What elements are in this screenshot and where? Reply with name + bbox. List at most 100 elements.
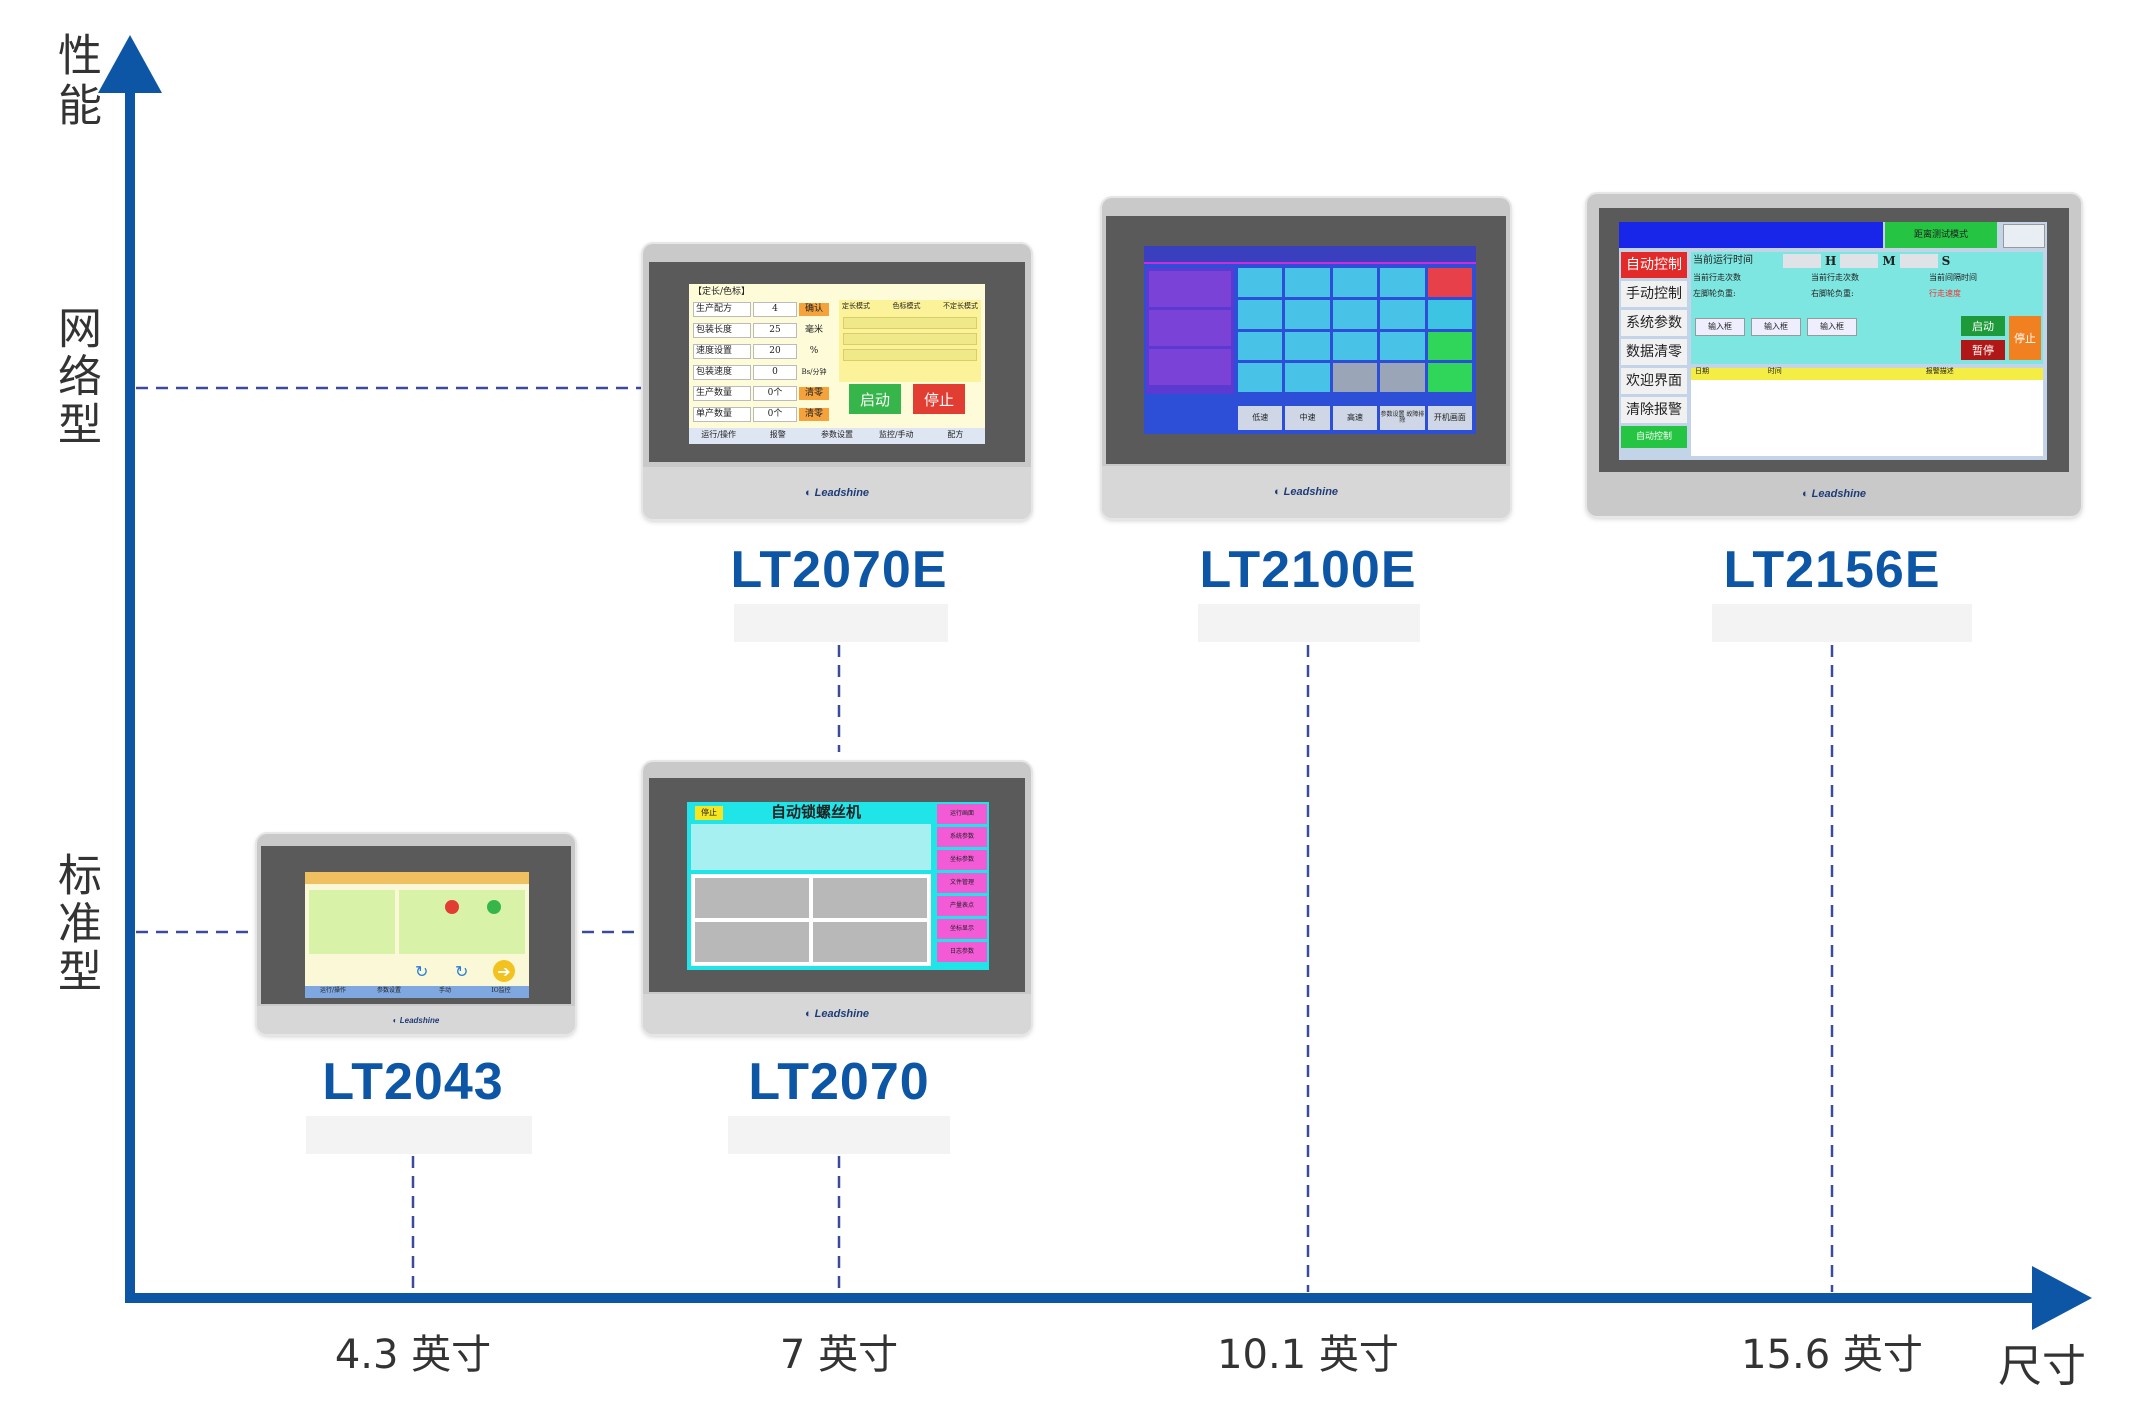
main-panel: 当前运行时间 H M S 当前行走次数 当前行走次数 当前间隔时间 左脚轮负重:… bbox=[1691, 252, 2043, 364]
x-axis-arrow bbox=[2032, 1266, 2092, 1330]
mode-color-mark[interactable]: 色标模式 bbox=[892, 302, 921, 310]
count-label: 当前行走次数 bbox=[1811, 273, 1859, 282]
param-value[interactable]: 20 bbox=[753, 344, 797, 359]
side-files[interactable]: 文件管理 bbox=[937, 873, 987, 893]
screen-title: 自动锁螺丝机 bbox=[771, 803, 862, 821]
x-axis-label: 尺寸 bbox=[1998, 1341, 2086, 1392]
tab-monitor[interactable]: 监控/手动 bbox=[878, 430, 914, 439]
menu-manual[interactable]: 手动控制 bbox=[1621, 281, 1687, 307]
right-load-label: 右脚轮负重: bbox=[1811, 289, 1854, 298]
param-value[interactable]: 25 bbox=[753, 323, 797, 338]
screen-lt2070e: 【定长/色标】 生产配方 4 确认 包装长度 25 毫米 速度设置 20 % bbox=[689, 284, 985, 444]
menu-welcome[interactable]: 欢迎界面 bbox=[1621, 368, 1687, 394]
param-label: 生产数量 bbox=[693, 386, 751, 401]
start-button[interactable]: 启动 bbox=[1961, 316, 2005, 336]
menu-system[interactable]: 系统参数 bbox=[1621, 310, 1687, 336]
menu-clear-alarm[interactable]: 清除报警 bbox=[1621, 397, 1687, 423]
model-label-lt2100e: LT2100E bbox=[1199, 541, 1417, 599]
next-arrow-icon[interactable]: ➔ bbox=[493, 960, 515, 982]
side-log[interactable]: 日志参数 bbox=[937, 942, 987, 962]
tab-params[interactable]: 参数设置 bbox=[376, 987, 401, 994]
input-box[interactable]: 输入框 bbox=[1751, 318, 1801, 336]
mode-variable-length[interactable]: 不定长模式 bbox=[943, 302, 978, 310]
device-chin: Leadshine bbox=[643, 994, 1031, 1034]
size-tick-4-3: 4.3 英寸 bbox=[334, 1332, 492, 1378]
param-value[interactable]: 0个 bbox=[753, 386, 797, 401]
menu-auto[interactable]: 自动控制 bbox=[1621, 252, 1687, 278]
device-lt2156e: 距离测试模式 自动控制 手动控制 系统参数 数据清零 欢迎界面 清除报警 自动控… bbox=[1587, 194, 2081, 516]
refresh-icon[interactable]: ↻ bbox=[455, 962, 469, 981]
clear-button[interactable]: 清零 bbox=[799, 408, 829, 421]
mode-fixed-length[interactable]: 定长模式 bbox=[842, 302, 870, 310]
status-bar bbox=[1144, 246, 1476, 264]
stop-indicator-icon[interactable] bbox=[445, 900, 459, 914]
menu-auto-bottom[interactable]: 自动控制 bbox=[1621, 426, 1687, 448]
param-value[interactable]: 0个 bbox=[753, 407, 797, 422]
mode-panel: 定长模式 色标模式 不定长模式 bbox=[839, 300, 981, 382]
table-header: 日期 时间 报警描述 bbox=[1691, 368, 2043, 380]
col-date: 日期 bbox=[1695, 367, 1709, 375]
speed-low-button[interactable]: 低速 bbox=[1238, 406, 1283, 430]
param-unit: % bbox=[809, 346, 819, 356]
model-label-lt2070e: LT2070E bbox=[730, 541, 948, 599]
screen-lt2070: 停止 自动锁螺丝机 运行画面 系统参数 坐标参数 文件管理 产量表点 坐标显示 … bbox=[687, 802, 989, 970]
start-button[interactable]: 启动 bbox=[849, 384, 901, 414]
stop-button[interactable]: 停止 bbox=[913, 384, 965, 414]
brand-logo: Leadshine bbox=[1274, 486, 1338, 498]
icon-grid bbox=[1238, 268, 1472, 392]
device-chin: Leadshine bbox=[257, 1006, 575, 1034]
tab-alarm[interactable]: 报警 bbox=[769, 430, 786, 439]
speed-mid-button[interactable]: 中速 bbox=[1285, 406, 1330, 430]
refresh-icon[interactable]: ↻ bbox=[415, 962, 429, 981]
side-output[interactable]: 产量表点 bbox=[937, 896, 987, 916]
tab-run[interactable]: 运行/操作 bbox=[319, 987, 347, 994]
side-coords[interactable]: 坐标参数 bbox=[937, 850, 987, 870]
menu-clear-data[interactable]: 数据清零 bbox=[1621, 339, 1687, 365]
device-chin: Leadshine bbox=[1102, 466, 1510, 518]
tab-params[interactable]: 参数设置 bbox=[821, 430, 853, 439]
boot-screen-button[interactable]: 开机画面 bbox=[1427, 406, 1473, 430]
model-plate-lt2070 bbox=[728, 1116, 950, 1154]
input-box[interactable]: 输入框 bbox=[1807, 318, 1857, 336]
tab-recipe[interactable]: 配方 bbox=[947, 430, 964, 439]
param-value[interactable]: 4 bbox=[753, 302, 797, 317]
speed-high-button[interactable]: 高速 bbox=[1332, 406, 1378, 430]
side-menu: 运行画面 系统参数 坐标参数 文件管理 产量表点 坐标显示 日志参数 bbox=[937, 804, 987, 962]
model-label-lt2070: LT2070 bbox=[748, 1053, 930, 1111]
stop-button[interactable]: 停止 bbox=[2009, 316, 2041, 360]
camera-grid bbox=[691, 874, 931, 966]
brand-logo: Leadshine bbox=[393, 1016, 440, 1025]
settings-button[interactable]: 参数设置 故障排除 bbox=[1380, 406, 1425, 430]
pause-button[interactable]: 暂停 bbox=[1961, 340, 2005, 360]
model-plate-lt2156e bbox=[1712, 604, 1972, 642]
confirm-button[interactable]: 确认 bbox=[799, 303, 829, 316]
param-value[interactable]: 0 bbox=[753, 365, 797, 380]
control-panel bbox=[399, 890, 525, 954]
param-label: 单产数量 bbox=[693, 407, 751, 422]
side-menu: 自动控制 手动控制 系统参数 数据清零 欢迎界面 清除报警 自动控制 bbox=[1621, 252, 1687, 448]
left-load-label: 左脚轮负重: bbox=[1693, 289, 1736, 298]
tab-bar: 运行/操作 报警 参数设置 监控/手动 配方 bbox=[689, 428, 985, 444]
input-box[interactable]: 输入框 bbox=[1695, 318, 1745, 336]
screen-lt2043: ↻ ↻ ➔ 运行/操作 参数设置 手动 IO监控 bbox=[305, 872, 529, 998]
level-network-text: 网络型 bbox=[50, 305, 101, 449]
side-system[interactable]: 系统参数 bbox=[937, 827, 987, 847]
count-row: 当前行走次数 当前行走次数 当前间隔时间 bbox=[1691, 270, 2043, 286]
size-tick-10-1: 10.1 英寸 bbox=[1217, 1332, 1399, 1378]
side-run[interactable]: 运行画面 bbox=[937, 804, 987, 824]
tab-run[interactable]: 运行/操作 bbox=[701, 430, 736, 439]
mode-title: 距离测试模式 bbox=[1885, 222, 1997, 248]
brand-logo: Leadshine bbox=[805, 1008, 869, 1020]
param-row: 包装长度 25 毫米 bbox=[693, 321, 831, 340]
y-axis-arrow bbox=[98, 35, 162, 93]
run-indicator-icon[interactable] bbox=[487, 900, 501, 914]
side-coord-display[interactable]: 坐标显示 bbox=[937, 919, 987, 939]
tab-io[interactable]: IO监控 bbox=[491, 987, 511, 994]
device-chin: Leadshine bbox=[1587, 472, 2081, 516]
clear-button[interactable]: 清零 bbox=[799, 387, 829, 400]
param-label: 生产配方 bbox=[693, 302, 751, 317]
device-lt2043: ↻ ↻ ➔ 运行/操作 参数设置 手动 IO监控 Leadshine bbox=[257, 834, 575, 1034]
tab-manual[interactable]: 手动 bbox=[438, 987, 451, 994]
params-area bbox=[691, 824, 931, 870]
